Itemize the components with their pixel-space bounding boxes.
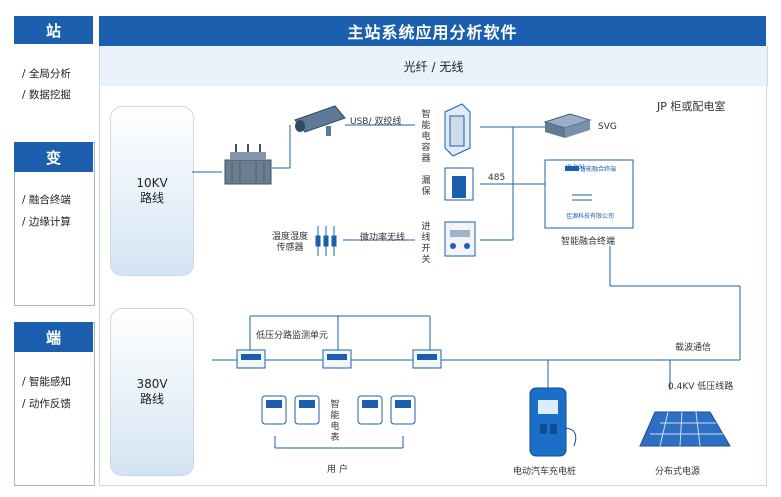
ev-charger-label: 电动汽车充电桩: [513, 467, 577, 477]
lv-monitor-unit-3: [412, 349, 442, 369]
solar-panel-icon: [639, 411, 731, 447]
leak-protector-label: 漏保: [421, 176, 431, 197]
camera-icon: [294, 105, 346, 136]
sensor-icon: [315, 226, 337, 256]
room-title: JP 柜或配电室: [657, 100, 726, 113]
smart-meter-label: 智能电表: [330, 400, 340, 443]
sensor-label-line1: 温度湿度: [272, 232, 309, 242]
connection-lines: [192, 124, 741, 449]
incoming-switch-icon: [444, 221, 476, 257]
station-item-data-mining: / 数据挖掘: [22, 89, 71, 101]
pv-label: 分布式电源: [655, 467, 701, 477]
terminal-label: 智能融合终端: [561, 237, 616, 247]
transform-item-edge-computing: / 边缘计算: [22, 216, 71, 228]
main-system-header: 主站系统应用分析软件: [99, 16, 766, 46]
ev-charger-icon: [529, 387, 577, 457]
station-item-global-analysis: / 全局分析: [22, 68, 71, 80]
lv-line-label: 0.4KV 低压线路: [668, 382, 734, 392]
lv-unit-label: 低压分路监测单元: [256, 331, 329, 341]
wireless-label: 微功率无线: [360, 233, 406, 243]
line-10kv-sub: 路线: [139, 191, 164, 205]
usb-label: USB/ 双绞线: [350, 117, 402, 127]
smart-meter-2: [294, 395, 320, 425]
incoming-switch-label: 进线开关: [421, 222, 431, 265]
end-item-smart-sensing: / 智能感知: [22, 376, 71, 388]
user-label: 用 户: [327, 465, 348, 475]
transformer-icon: [224, 144, 272, 185]
end-title: 端: [14, 322, 93, 352]
smart-meter-4: [390, 395, 416, 425]
capacitor-label: 智能电容器: [421, 110, 431, 164]
transform-title: 变: [14, 142, 93, 172]
rs485-label: 485: [488, 173, 506, 183]
sensor-label-line2: 传感器: [276, 243, 304, 253]
fiber-wireless-label: 光纤 / 无线: [403, 59, 464, 74]
end-item-action-feedback: / 动作反馈: [22, 398, 71, 410]
fiber-wireless-bar: 光纤 / 无线: [99, 46, 768, 86]
line-10kv-label: 10KV: [136, 176, 168, 190]
lv-monitor-unit-1: [236, 349, 266, 369]
terminal-screen-code: JP-D01: [566, 164, 586, 171]
smart-meter-3: [357, 395, 383, 425]
line-380v-sub: 路线: [139, 392, 164, 406]
capacitor-icon: [444, 103, 471, 157]
station-title: 站: [14, 16, 93, 44]
lv-monitor-unit-2: [322, 349, 352, 369]
leak-protector-icon: [444, 167, 474, 201]
carrier-label: 载波通信: [675, 343, 712, 353]
smart-meter-1: [261, 395, 287, 425]
line-380v-label: 380V: [136, 377, 168, 391]
fusion-terminal-box: [544, 159, 634, 229]
terminal-company: 佳源科技有限公司: [566, 213, 615, 220]
transform-item-fusion-terminal: / 融合终端: [22, 194, 71, 206]
terminal-screen-name: 智能融合终端: [580, 166, 617, 173]
svg-label: SVG: [598, 122, 617, 132]
sensor-label: 温度湿度 传感器: [272, 232, 308, 254]
svg-device-icon: [543, 113, 592, 138]
